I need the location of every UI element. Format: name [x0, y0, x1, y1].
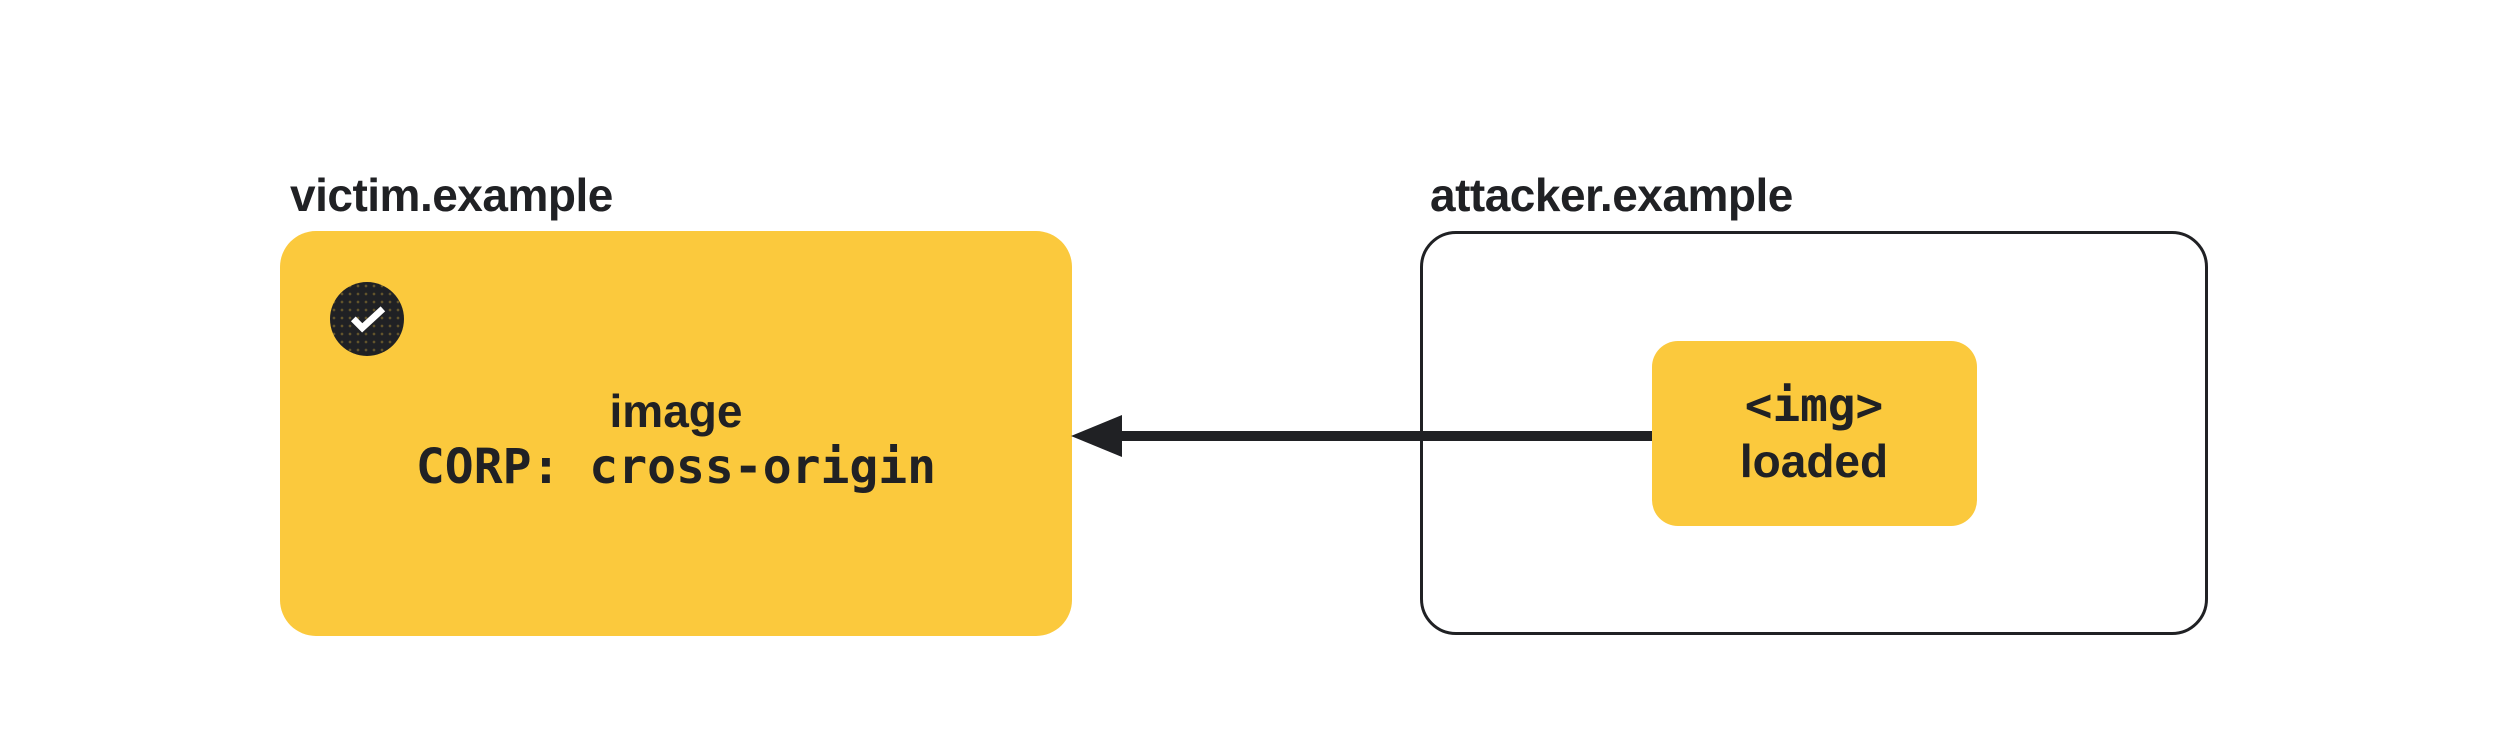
victim-resource-text: image CORP: cross-origin: [416, 373, 936, 495]
img-tag-label: <img>: [1744, 378, 1884, 432]
resource-type-label: image: [609, 384, 743, 437]
check-icon: [330, 282, 404, 356]
img-embed-box: <img> loaded: [1651, 340, 1977, 526]
victim-domain-label: victim.example: [290, 169, 613, 221]
corp-policy-label: CORP: cross-origin: [415, 438, 937, 495]
request-arrow-line: [1116, 431, 1652, 441]
loaded-status-label: loaded: [1739, 435, 1889, 487]
request-arrow-left-icon: [1071, 415, 1122, 457]
attacker-page-box: <img> loaded: [1420, 231, 2208, 635]
attacker-domain-label: attacker.example: [1430, 169, 1793, 221]
victim-resource-box: image CORP: cross-origin: [280, 231, 1072, 636]
